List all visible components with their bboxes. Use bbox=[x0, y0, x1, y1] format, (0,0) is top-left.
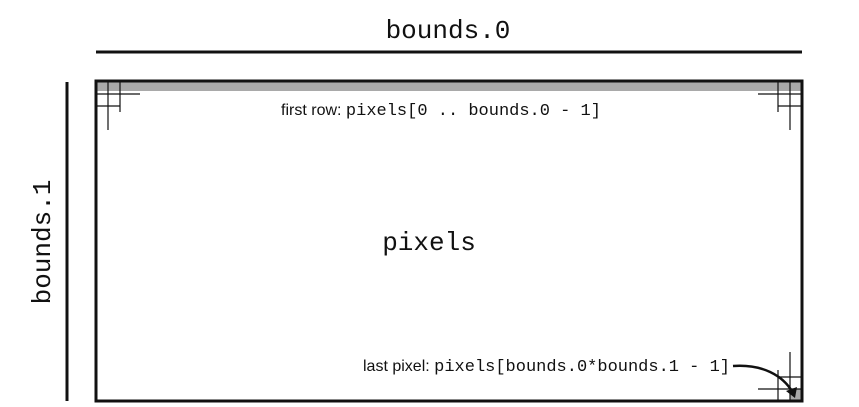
last-pixel-arrow bbox=[732, 364, 797, 398]
bounds-0-label: bounds.0 bbox=[386, 16, 511, 46]
last-pixel-annotation-code: pixels[bounds.0*bounds.1 - 1] bbox=[434, 358, 730, 377]
first-row-annotation-code: pixels[0 .. bounds.0 - 1] bbox=[346, 102, 601, 121]
top-left-grid-mark bbox=[97, 82, 140, 130]
pixels-label: pixels bbox=[382, 228, 476, 258]
first-row-annotation-prefix: first row: bbox=[281, 102, 346, 119]
last-pixel-annotation-prefix: last pixel: bbox=[363, 358, 434, 375]
first-row-annotation: first row: pixels[0 .. bounds.0 - 1] bbox=[281, 102, 601, 121]
last-pixel-annotation: last pixel: pixels[bounds.0*bounds.1 - 1… bbox=[363, 358, 730, 377]
pixel-buffer-outline bbox=[94, 79, 804, 403]
bounds-1-label: bounds.1 bbox=[28, 180, 58, 305]
top-right-grid-mark bbox=[758, 82, 801, 130]
first-row-highlight bbox=[97, 82, 801, 91]
